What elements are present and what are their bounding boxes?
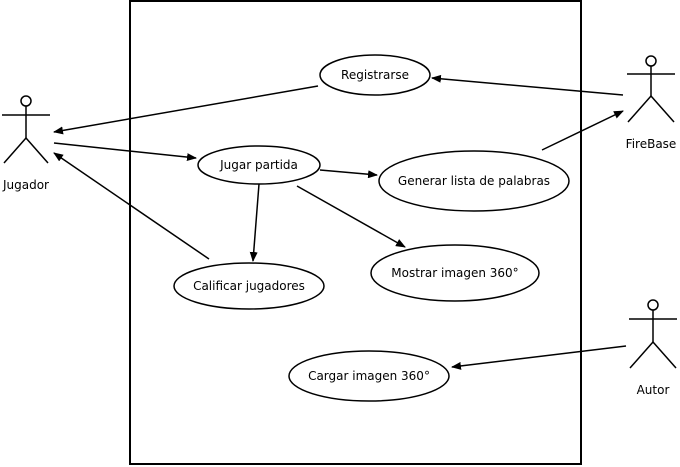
actor-firebase-label: FireBase (626, 137, 677, 151)
arrow-jugador-to-jugar-partida (53, 142, 197, 162)
use-case-registrarse-label: Registrarse (341, 68, 409, 82)
use-case-calificar-jugadores-label: Calificar jugadores (193, 279, 305, 293)
arrow-registrarse-to-jugador (53, 85, 319, 135)
system-boundary (129, 0, 582, 465)
arrow-autor-to-cargar-imagen (451, 345, 627, 370)
use-case-jugar-partida-label: Jugar partida (219, 158, 298, 172)
arrow-jugar-partida-to-mostrar-imagen (296, 185, 406, 248)
arrow-calificar-to-jugador (53, 152, 210, 260)
arrow-jugar-partida-to-generar-lista (319, 169, 378, 179)
use-case-cargar-imagen-label: Cargar imagen 360° (308, 369, 430, 383)
actor-jugador: Jugador (2, 95, 50, 192)
use-case-mostrar-imagen: Mostrar imagen 360° (370, 244, 540, 302)
arrow-firebase-to-registrarse (431, 74, 624, 96)
use-case-mostrar-imagen-label: Mostrar imagen 360° (391, 266, 518, 280)
use-case-cargar-imagen: Cargar imagen 360° (288, 350, 450, 402)
actor-autor: Autor (629, 299, 677, 397)
use-case-calificar-jugadores: Calificar jugadores (173, 262, 325, 310)
actor-autor-label: Autor (637, 383, 670, 397)
actor-jugador-label: Jugador (2, 178, 49, 192)
arrow-jugar-partida-to-calificar (249, 183, 260, 262)
use-case-registrarse: Registrarse (319, 54, 431, 96)
actor-firebase: FireBase (626, 55, 677, 151)
use-case-generar-lista: Generar lista de palabras (378, 150, 570, 212)
use-case-generar-lista-label: Generar lista de palabras (398, 174, 550, 188)
arrow-generar-lista-to-firebase (541, 110, 624, 151)
use-case-jugar-partida: Jugar partida (197, 145, 321, 185)
